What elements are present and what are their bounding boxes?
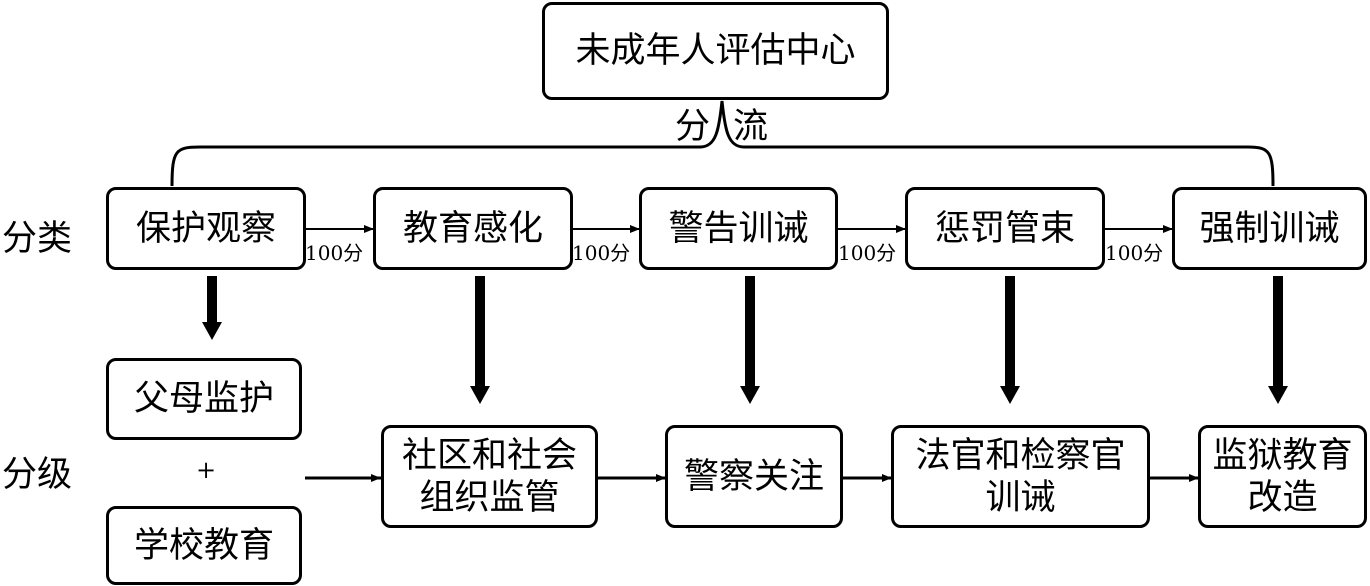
diversion-label-left: 分 [675,107,711,147]
down-arrow-2-shaft [475,276,485,386]
diversion-brace [170,100,1275,187]
down-arrow-4-shaft [1005,276,1015,386]
grade-judge-admonition: 法官和检察官训诫 [891,425,1150,528]
down-arrow-5-shaft [1273,276,1283,386]
down-arrow-3-shaft [745,276,755,386]
down-arrow-1-head [202,322,222,340]
grade-school-education: 学校教育 [106,506,302,585]
row-label-classification: 分类 [2,219,73,259]
center-box: 未成年人评估中心 [542,2,889,100]
grade-parent-guardianship: 父母监护 [106,358,302,440]
down-arrow-2-head [470,386,490,404]
category-compulsory-admonition: 强制训诫 [1172,187,1367,270]
grade-police-attention: 警察关注 [665,425,843,528]
diversion-label-right: 流 [733,107,769,147]
down-arrow-4-head [1000,386,1020,404]
category-warning-admonition: 警告训诫 [639,187,838,270]
row-label-grading: 分级 [2,455,73,495]
center-title: 未成年人评估中心 [575,31,856,71]
grade-plus-sign: + [196,456,217,484]
down-arrow-3-head [740,386,760,404]
score-label-1: 100分 [305,241,364,265]
score-label-4: 100分 [1105,241,1164,265]
down-arrow-5-head [1268,386,1288,404]
grade-prison-education: 监狱教育改造 [1198,425,1367,528]
score-label-2: 100分 [572,241,631,265]
down-arrow-1-shaft [207,276,217,322]
category-punitive-control: 惩罚管束 [905,187,1105,270]
grade-community-supervision: 社区和社会组织监管 [381,425,598,528]
score-label-3: 100分 [838,241,897,265]
category-protective-observation: 保护观察 [106,187,306,270]
category-educational-reform: 教育感化 [373,187,573,270]
